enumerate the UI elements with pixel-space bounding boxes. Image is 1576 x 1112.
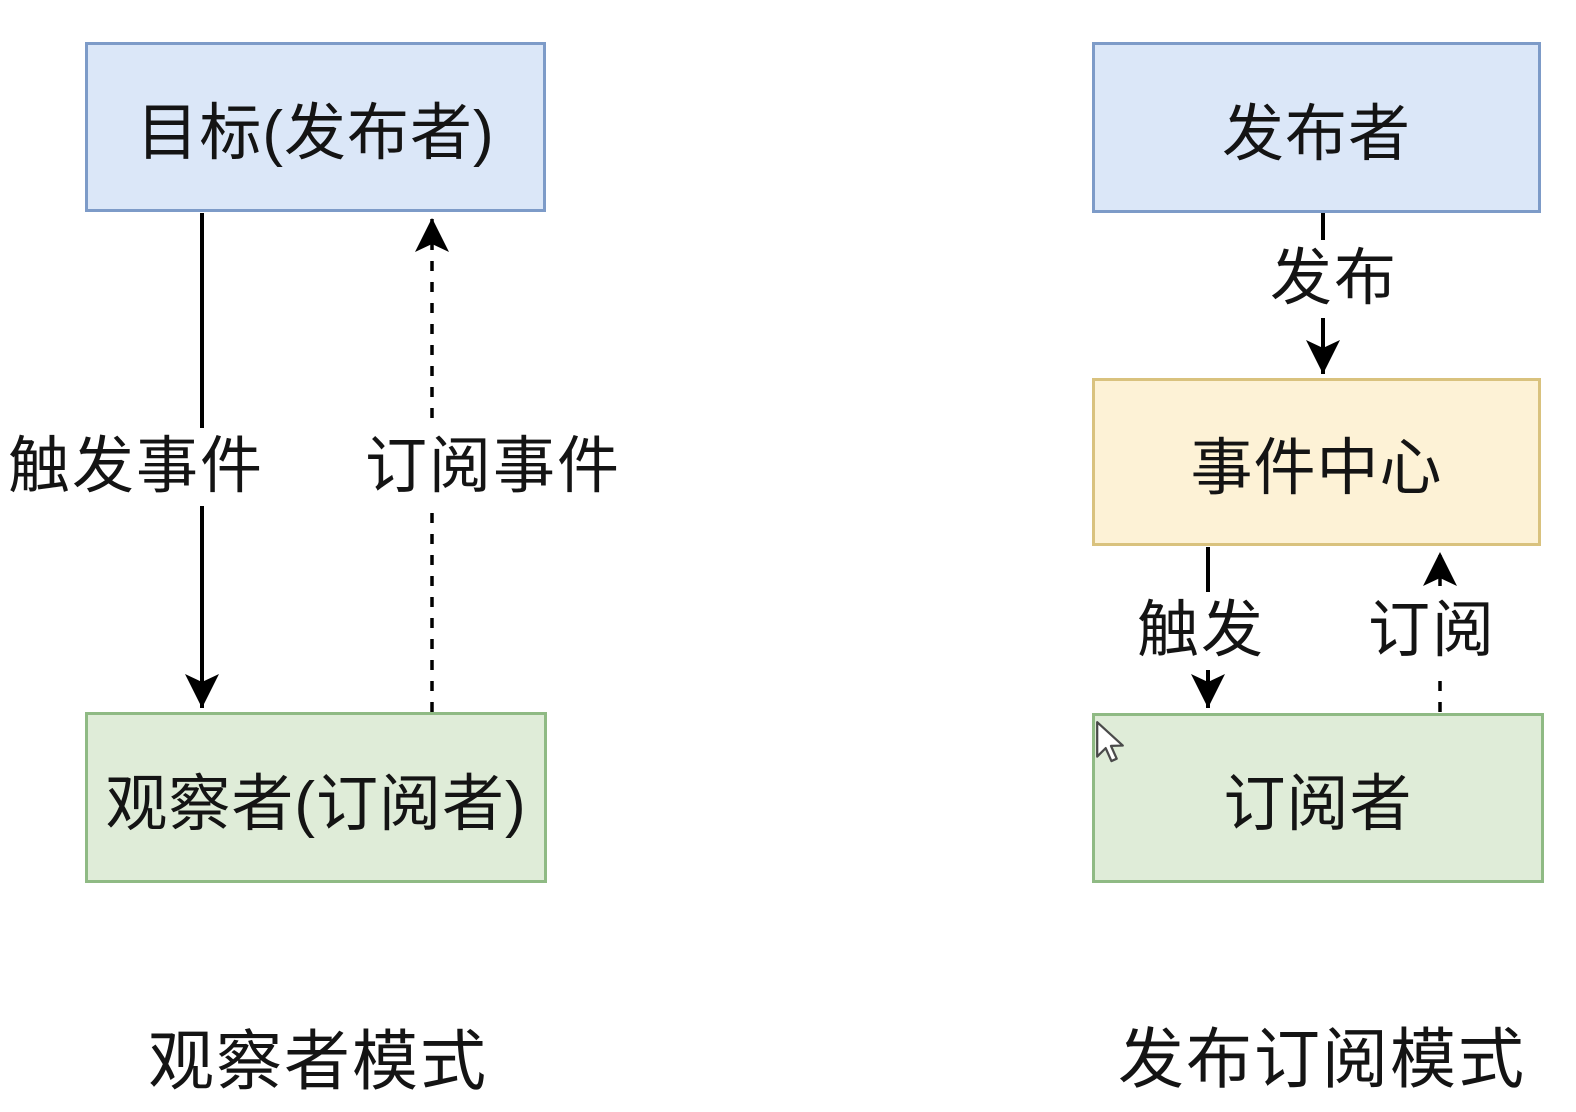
publish-edge-label: 发布 (1266, 240, 1403, 319)
trigger-event-edge-label: 触发事件 (4, 428, 269, 507)
node-target-publisher-label: 目标(发布者) (136, 99, 495, 168)
node-observer-subscriber-label: 观察者(订阅者) (105, 769, 527, 839)
trigger-edge-label: 触发 (1133, 592, 1270, 671)
subscribe-edge-label: 订阅 (1364, 592, 1501, 671)
observer-pattern-caption: 观察者模式 (148, 1024, 488, 1098)
node-observer-subscriber: 观察者(订阅者) (85, 712, 547, 883)
node-publisher-label: 发布者 (1221, 99, 1411, 169)
node-event-center-label: 事件中心 (1190, 434, 1443, 503)
pubsub-pattern-caption: 发布订阅模式 (1118, 1022, 1526, 1096)
node-subscriber-label: 订阅者 (1223, 770, 1413, 839)
node-target-publisher: 目标(发布者) (85, 42, 546, 212)
node-subscriber: 订阅者 (1092, 713, 1544, 883)
subscribe-event-edge-label: 订阅事件 (361, 428, 626, 507)
node-publisher: 发布者 (1092, 42, 1541, 213)
node-event-center: 事件中心 (1092, 378, 1541, 546)
